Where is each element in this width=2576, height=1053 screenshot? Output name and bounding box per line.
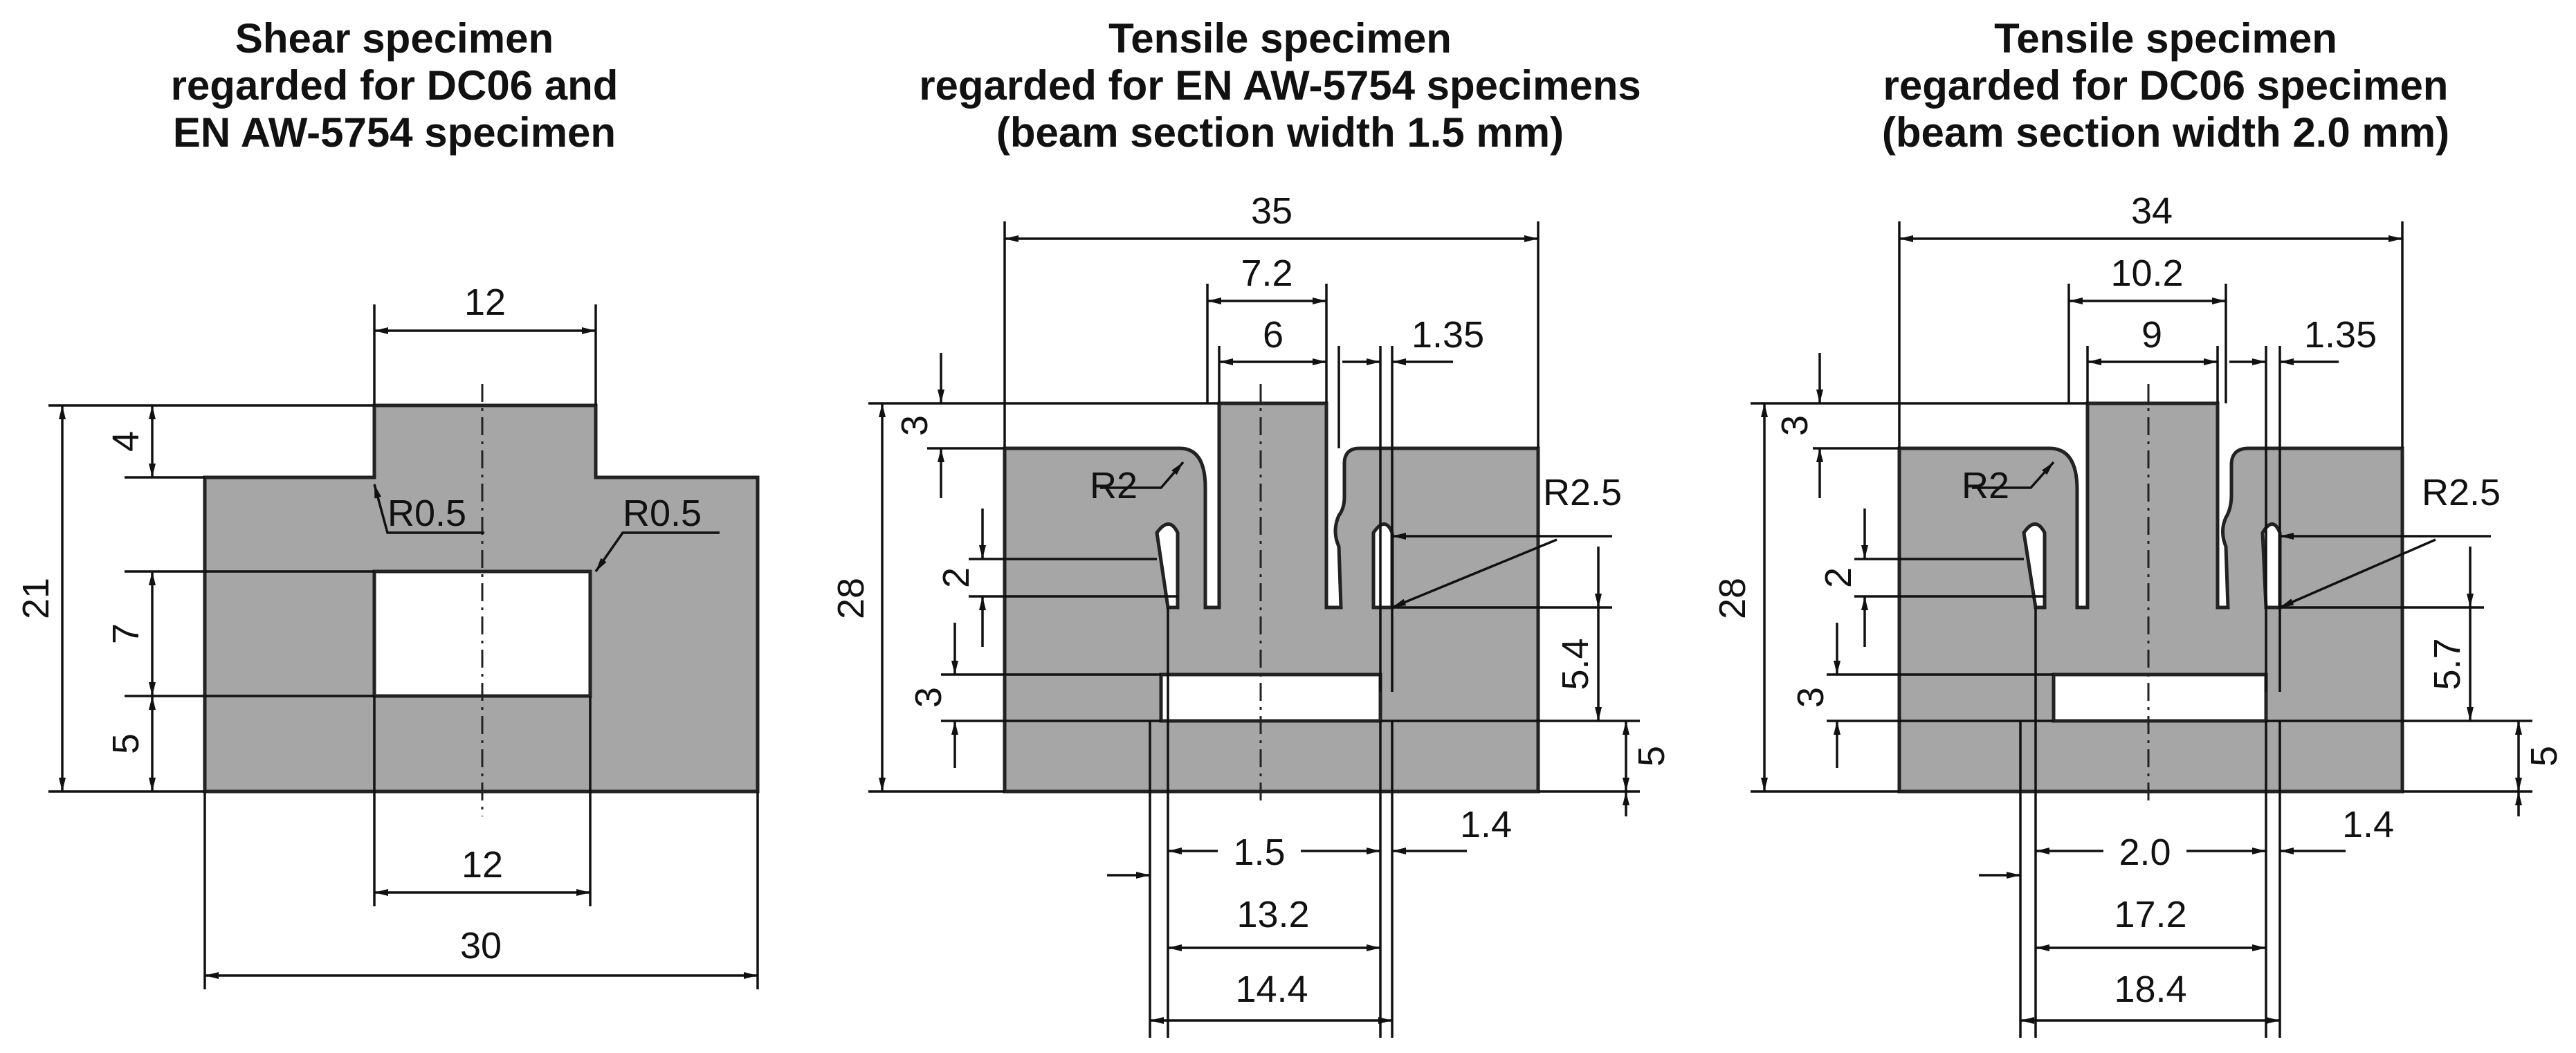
tensile-al-h-bottom: 5 xyxy=(1631,746,1672,767)
tensile-al-height-total: 28 xyxy=(830,578,872,619)
tensile-al-h-right: 5.4 xyxy=(1555,638,1596,690)
tensile-al-w1: 13.2 xyxy=(1236,894,1309,935)
tensile-dc-height-total: 28 xyxy=(1712,578,1753,619)
tensile-dc-outer-slot: 10.2 xyxy=(2110,253,2183,294)
tensile-dc-h-top: 3 xyxy=(1774,415,1816,436)
shear-height-top: 4 xyxy=(105,431,147,452)
tensile-al-h-top: 3 xyxy=(894,415,935,436)
tensile-dc-h-notch: 2 xyxy=(1818,567,1859,588)
tensile-al-notch-left xyxy=(1155,522,1180,610)
shear-bottom-width: 12 xyxy=(462,844,503,886)
tensile-dc-title: Tensile specimen regarded for DC06 speci… xyxy=(1881,15,2450,156)
shear-radius-right: R0.5 xyxy=(623,493,702,534)
tensile-al-radius-right: R2.5 xyxy=(1543,472,1622,513)
tensile-al-w2: 14.4 xyxy=(1235,969,1308,1010)
tensile-dc-gap: 1.35 xyxy=(2304,314,2377,356)
tensile-al-notch-right xyxy=(1371,522,1394,610)
tensile-al-h-notch: 2 xyxy=(935,567,977,588)
tensile-dc-right-gap: 1.4 xyxy=(2342,804,2394,845)
tensile-dc-total-width: 34 xyxy=(2131,190,2173,232)
tensile-al-h-slot: 3 xyxy=(908,687,949,708)
tensile-al-specimen: 35 7.2 6 1.35 28 3 2 3 5.4 5 R2 R2.5 1.5… xyxy=(830,190,1672,1038)
tensile-al-gap: 1.35 xyxy=(1412,314,1484,356)
tensile-dc-radius-right: R2.5 xyxy=(2422,472,2501,513)
shear-height-bottom: 5 xyxy=(105,733,147,754)
tensile-dc-specimen: 34 10.2 9 1.35 28 3 2 3 5.7 5 R2 R2.5 2.… xyxy=(1712,190,2565,1038)
tensile-al-outer-slot: 7.2 xyxy=(1241,253,1292,294)
tensile-dc-w2: 18.4 xyxy=(2114,969,2186,1010)
tensile-al-beam: 1.5 xyxy=(1233,832,1285,873)
tensile-al-right-gap: 1.4 xyxy=(1460,804,1512,845)
shear-specimen-title: Shear specimen regarded for DC06 and EN … xyxy=(170,15,619,156)
tensile-dc-notch-left xyxy=(2022,522,2047,610)
shear-height-hole: 7 xyxy=(105,623,147,644)
tensile-al-title: Tensile specimen regarded for EN AW-5754… xyxy=(919,15,1641,156)
tensile-al-radius-left: R2 xyxy=(1090,465,1138,506)
tensile-dc-radius-left: R2 xyxy=(1962,465,2009,506)
tensile-dc-h-bottom: 5 xyxy=(2523,746,2565,767)
shear-total-width: 30 xyxy=(460,925,502,967)
shear-height-total: 21 xyxy=(15,578,57,619)
shear-specimen: 12 12 30 21 4 7 5 R0.5 R0.5 xyxy=(15,282,760,989)
tensile-dc-inner: 9 xyxy=(2141,314,2162,356)
shear-radius-left: R0.5 xyxy=(387,493,466,534)
tensile-dc-h-slot: 3 xyxy=(1790,687,1831,708)
tensile-dc-h-right: 5.7 xyxy=(2427,638,2468,690)
tensile-al-inner: 6 xyxy=(1263,314,1284,356)
tensile-dc-w1: 17.2 xyxy=(2114,894,2186,935)
shear-top-width: 12 xyxy=(464,282,506,323)
tensile-dc-beam: 2.0 xyxy=(2119,832,2171,873)
tensile-al-total-width: 35 xyxy=(1251,190,1292,232)
